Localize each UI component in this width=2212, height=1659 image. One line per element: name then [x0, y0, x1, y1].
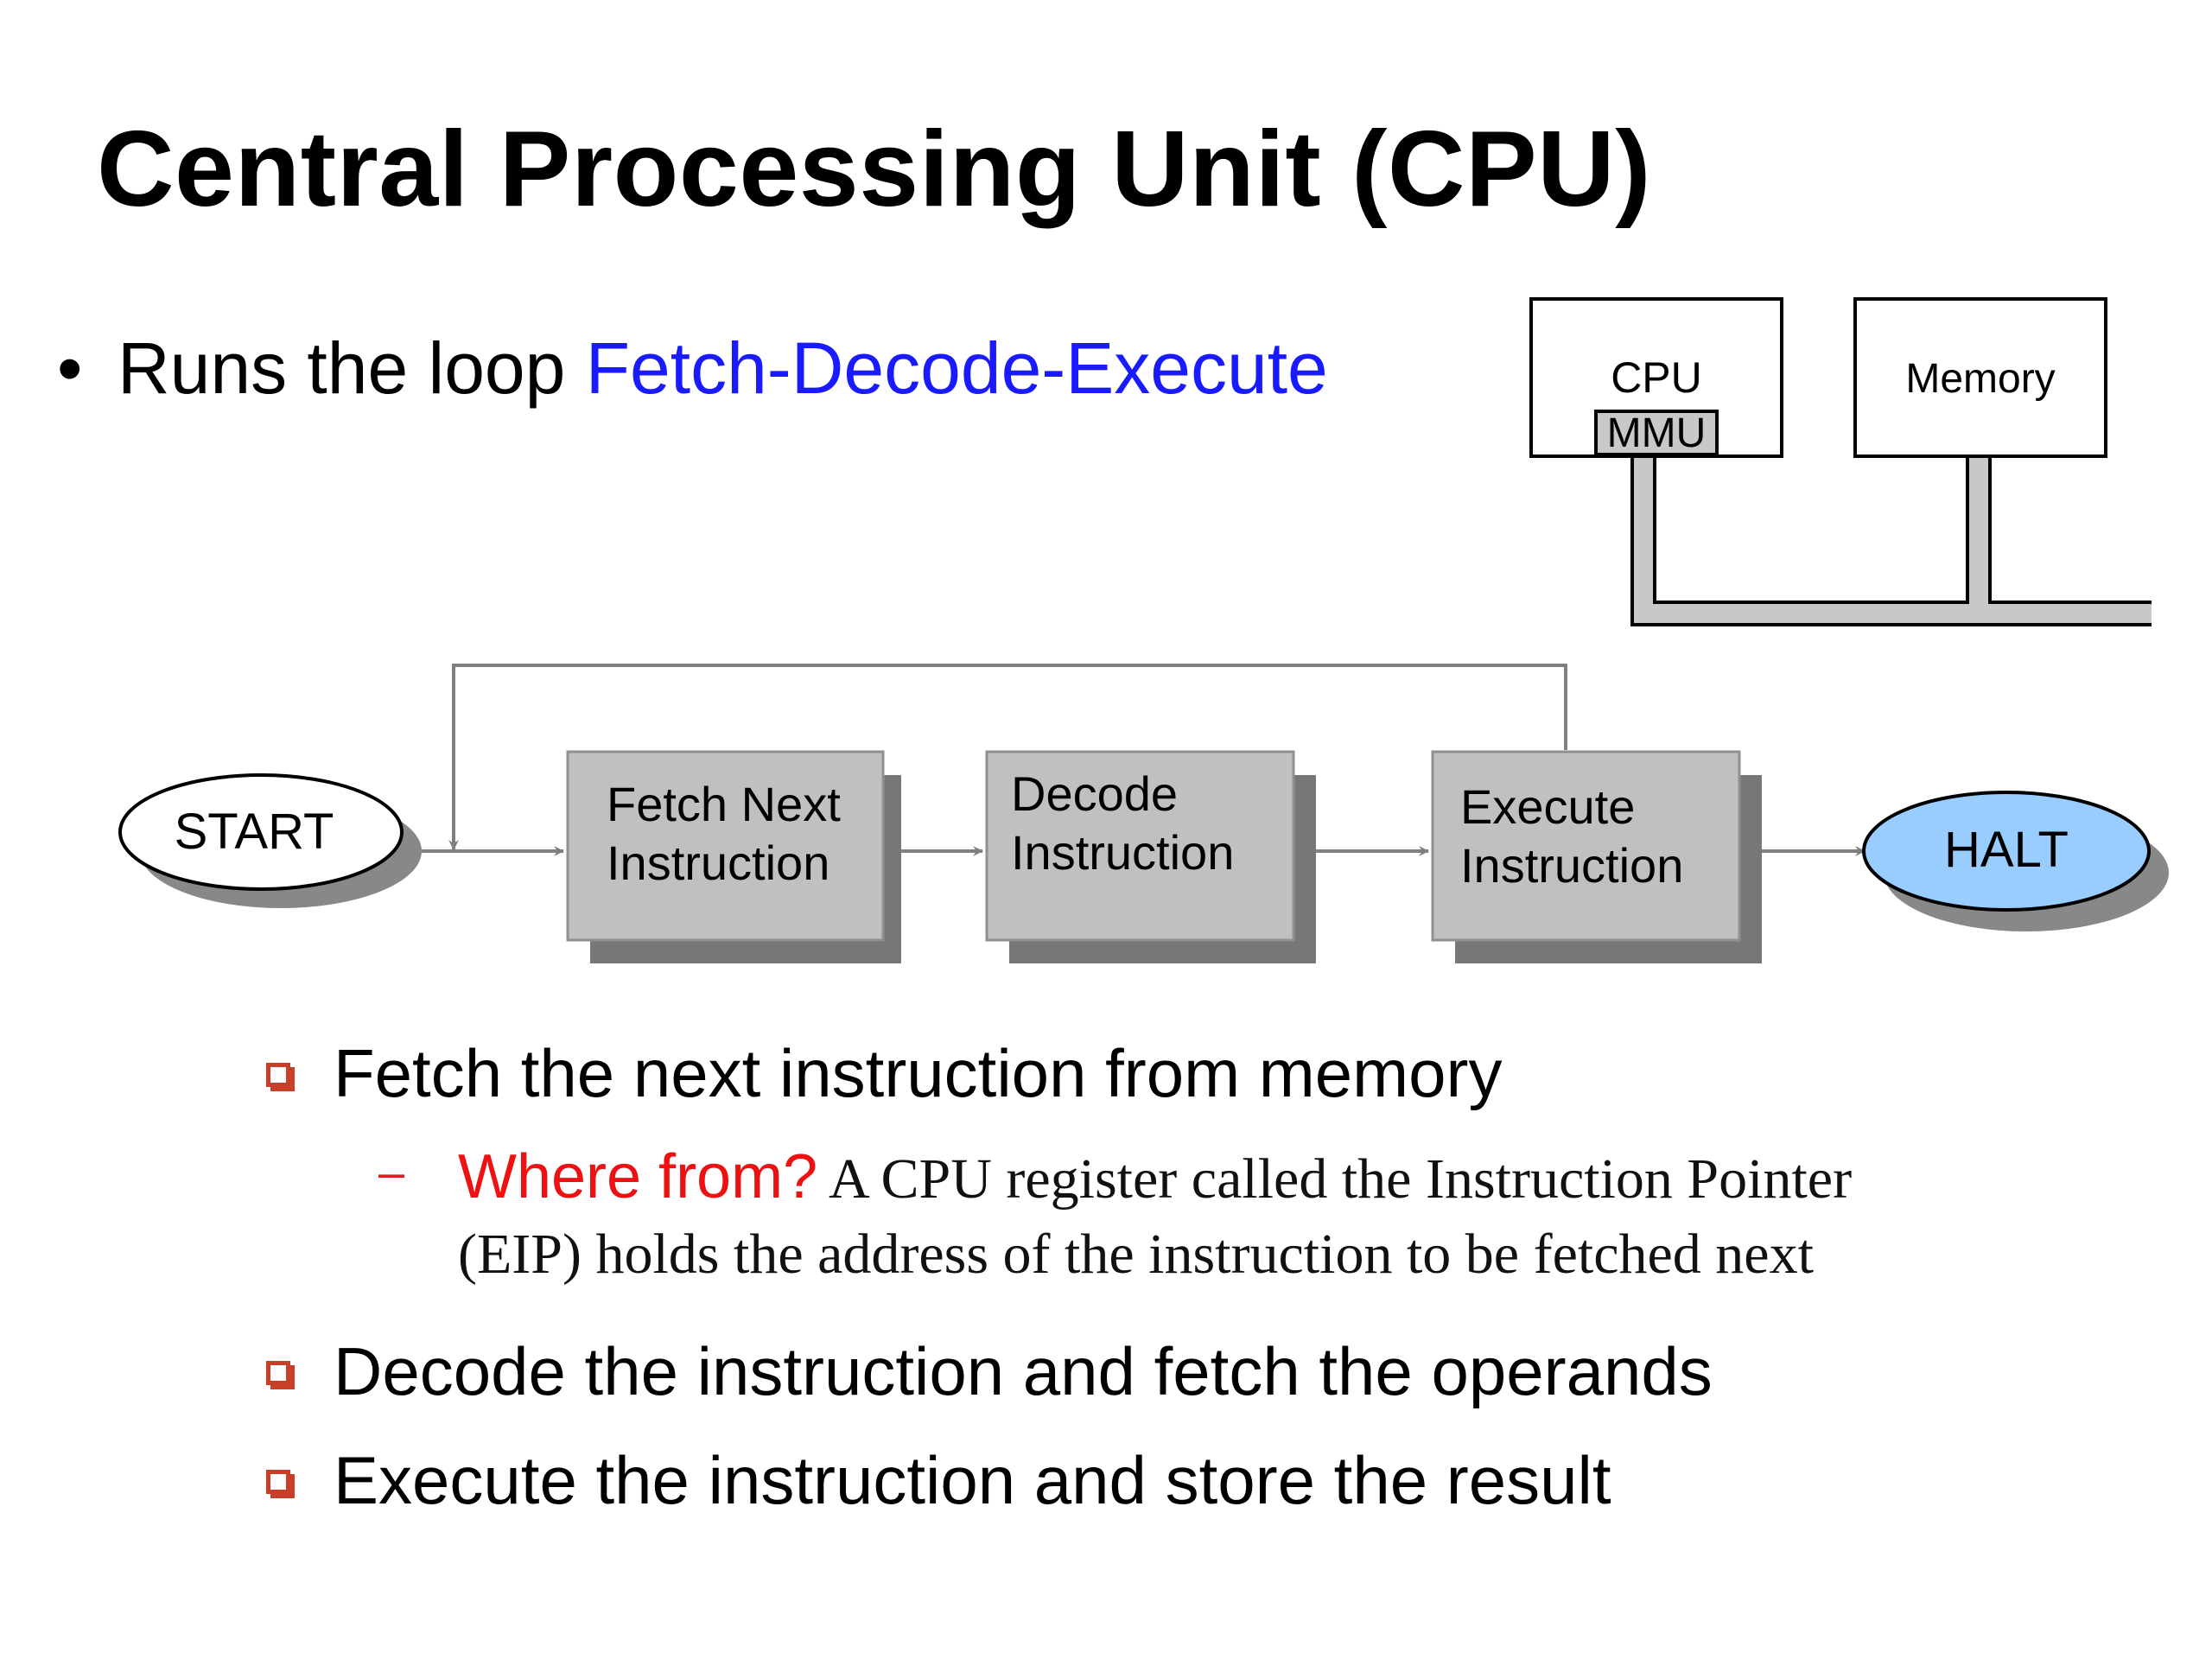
step-fetch: Fetch Next Instruction [566, 750, 901, 963]
detail-execute-text: Execute the instruction and store the re… [334, 1441, 1611, 1518]
where-from-answer-1: A CPU register called the Instruction Po… [817, 1147, 1853, 1211]
bullet-highlight: Fetch-Decode-Execute [585, 327, 1328, 409]
fetch-line2: Instruction [607, 836, 830, 890]
halt-label: HALT [1944, 822, 2069, 878]
square-bullet-icon [266, 1469, 290, 1494]
detail-fetch-explanation: – Where from? A CPU register called the … [264, 1137, 2027, 1292]
square-bullet-icon [266, 1361, 290, 1386]
memory-label: Memory [1905, 356, 2055, 402]
decode-line1: Decode [1011, 766, 1178, 821]
square-bullet-icon [266, 1063, 290, 1087]
step-execute: Execute Instruction [1431, 750, 1762, 963]
system-bus [1630, 458, 2152, 626]
dash-marker: – [378, 1146, 405, 1198]
execute-line2: Instruction [1460, 838, 1683, 893]
loop-bullet: • Runs the loop Fetch-Decode-Execute [57, 327, 1328, 409]
decode-line2: Instruction [1011, 825, 1234, 880]
loop-back-connector [448, 664, 1567, 850]
detail-fetch-text: Fetch the next instruction from memory [334, 1035, 1503, 1111]
step-decode: Decode Instruction [985, 750, 1316, 963]
detail-decode: Decode the instruction and fetch the ope… [264, 1333, 2027, 1410]
halt-node: HALT [1862, 791, 2169, 931]
flowchart: START Fetch Next Instruction Decode Inst… [118, 664, 2169, 963]
detail-execute: Execute the instruction and store the re… [264, 1441, 2027, 1518]
where-from-question: Where from? [458, 1141, 818, 1211]
bullet-marker: • [57, 327, 83, 409]
slide-title: Central Processing Unit (CPU) [97, 110, 1651, 229]
phase-details: Fetch the next instruction from memory –… [264, 1035, 2027, 1518]
detail-decode-text: Decode the instruction and fetch the ope… [334, 1333, 1713, 1410]
bullet-prefix: Runs the loop [118, 327, 586, 409]
start-label: START [175, 804, 334, 860]
start-node: START [118, 773, 422, 908]
architecture-diagram: CPU MMU Memory [1529, 297, 2152, 626]
cpu-label: CPU [1611, 353, 1702, 402]
fetch-line1: Fetch Next [607, 777, 841, 831]
execute-line1: Execute [1460, 779, 1635, 834]
where-from-answer-2: (EIP) holds the address of the instructi… [458, 1223, 1814, 1287]
memory-box: Memory [1853, 297, 2107, 458]
mmu-label: MMU [1607, 410, 1707, 456]
detail-fetch: Fetch the next instruction from memory [264, 1035, 2027, 1111]
mmu-box: MMU [1594, 410, 1719, 456]
